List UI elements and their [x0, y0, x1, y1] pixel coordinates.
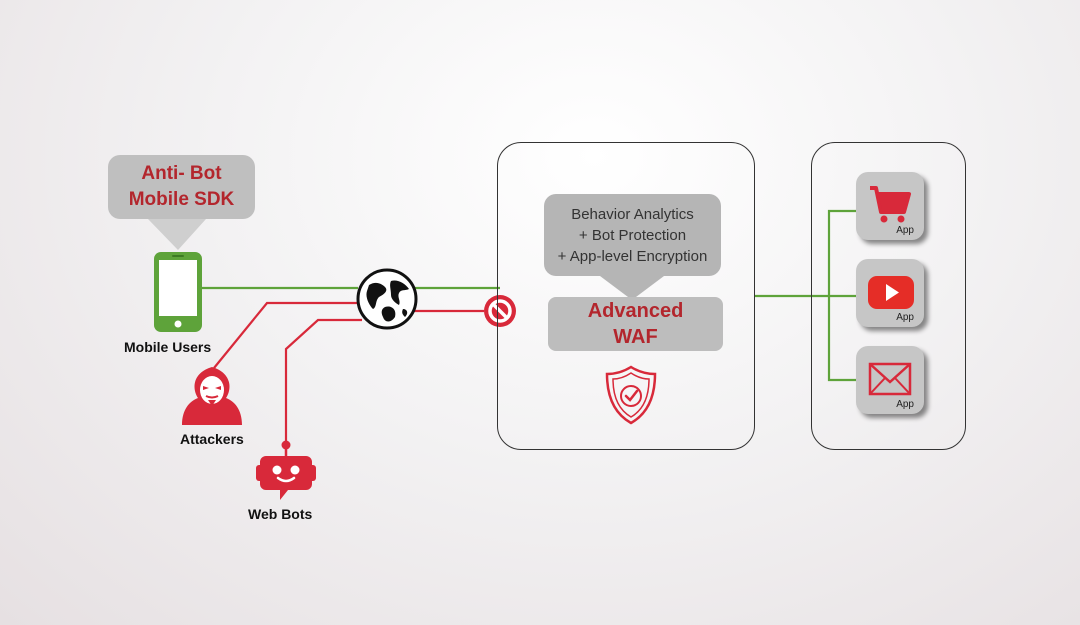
mobile-users-label: Mobile Users — [124, 339, 212, 355]
waf-label-line1: Advanced — [587, 300, 684, 322]
video-play-icon — [868, 276, 914, 309]
analytics-line-1: Behavior Analytics — [571, 205, 694, 223]
advanced-waf-box: Advanced WAF — [548, 297, 723, 351]
sdk-callout-pointer — [148, 219, 206, 250]
apps-branch-line — [827, 209, 858, 382]
sdk-callout-line2: Mobile SDK — [128, 189, 235, 210]
robot-icon — [256, 440, 316, 500]
behavior-analytics-callout: Behavior Analytics + Bot Protection + Ap… — [544, 194, 721, 276]
hacker-icon — [182, 367, 242, 425]
mail-icon — [868, 362, 912, 396]
analytics-callout-pointer — [600, 276, 664, 300]
globe-icon — [356, 268, 418, 330]
web-bots-label: Web Bots — [248, 506, 313, 522]
apps-panel — [811, 142, 966, 450]
video-app-label: App — [896, 312, 914, 323]
mobile-phone-icon — [154, 252, 202, 332]
attackers-to-globe-line — [213, 301, 358, 369]
mail-app-tile[interactable]: App — [856, 346, 924, 414]
video-app-tile[interactable]: App — [856, 259, 924, 327]
shop-app-label: App — [896, 225, 914, 236]
sdk-callout-line1: Anti- Bot — [141, 163, 222, 184]
shield-check-icon — [605, 365, 657, 425]
analytics-line-3: + App-level Encryption — [557, 247, 708, 265]
waf-panel — [497, 142, 755, 450]
anti-bot-sdk-callout: Anti- Bot Mobile SDK — [108, 155, 255, 219]
shop-app-tile[interactable]: App — [856, 172, 924, 240]
bots-to-globe-line — [284, 318, 362, 442]
analytics-line-2: + Bot Protection — [578, 226, 687, 244]
shopping-cart-icon — [870, 186, 911, 223]
waf-label-line2: WAF — [613, 326, 658, 348]
block-icon — [484, 295, 516, 327]
mail-app-label: App — [896, 399, 914, 410]
attackers-label: Attackers — [180, 431, 244, 447]
